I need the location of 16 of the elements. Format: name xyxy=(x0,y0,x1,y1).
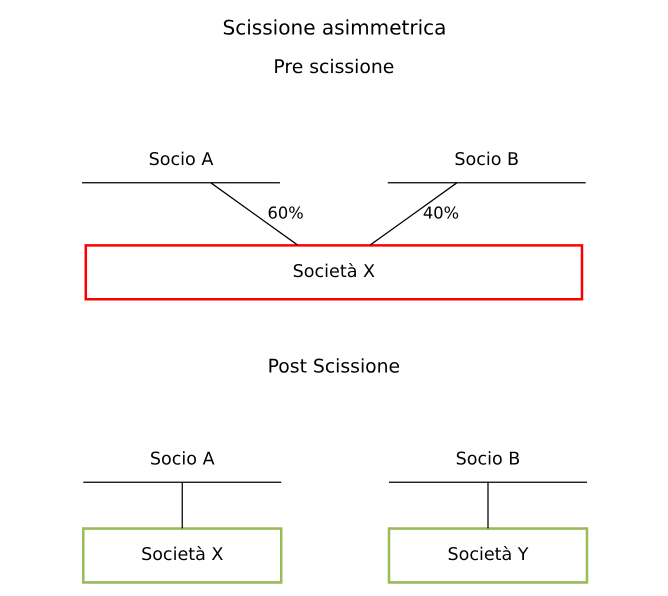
connector xyxy=(181,482,182,528)
node-text: Socio B xyxy=(455,449,520,470)
node-text: Socio A xyxy=(149,449,214,470)
node-text: Socio B xyxy=(454,150,519,170)
connector xyxy=(486,482,488,528)
node-text: Socio A xyxy=(148,150,213,170)
node-box: Società Y xyxy=(387,527,588,584)
connector xyxy=(369,182,457,246)
node-box: Società X xyxy=(82,527,282,584)
label: Post Scissione xyxy=(267,356,400,378)
connector xyxy=(210,182,298,246)
diagram-title: Scissione asimmetrica xyxy=(222,16,446,40)
edge-label: 60% xyxy=(267,203,304,222)
label: Pre scissione xyxy=(272,57,394,78)
node-box: Società X xyxy=(84,244,583,300)
edge-label: 40% xyxy=(422,203,459,222)
